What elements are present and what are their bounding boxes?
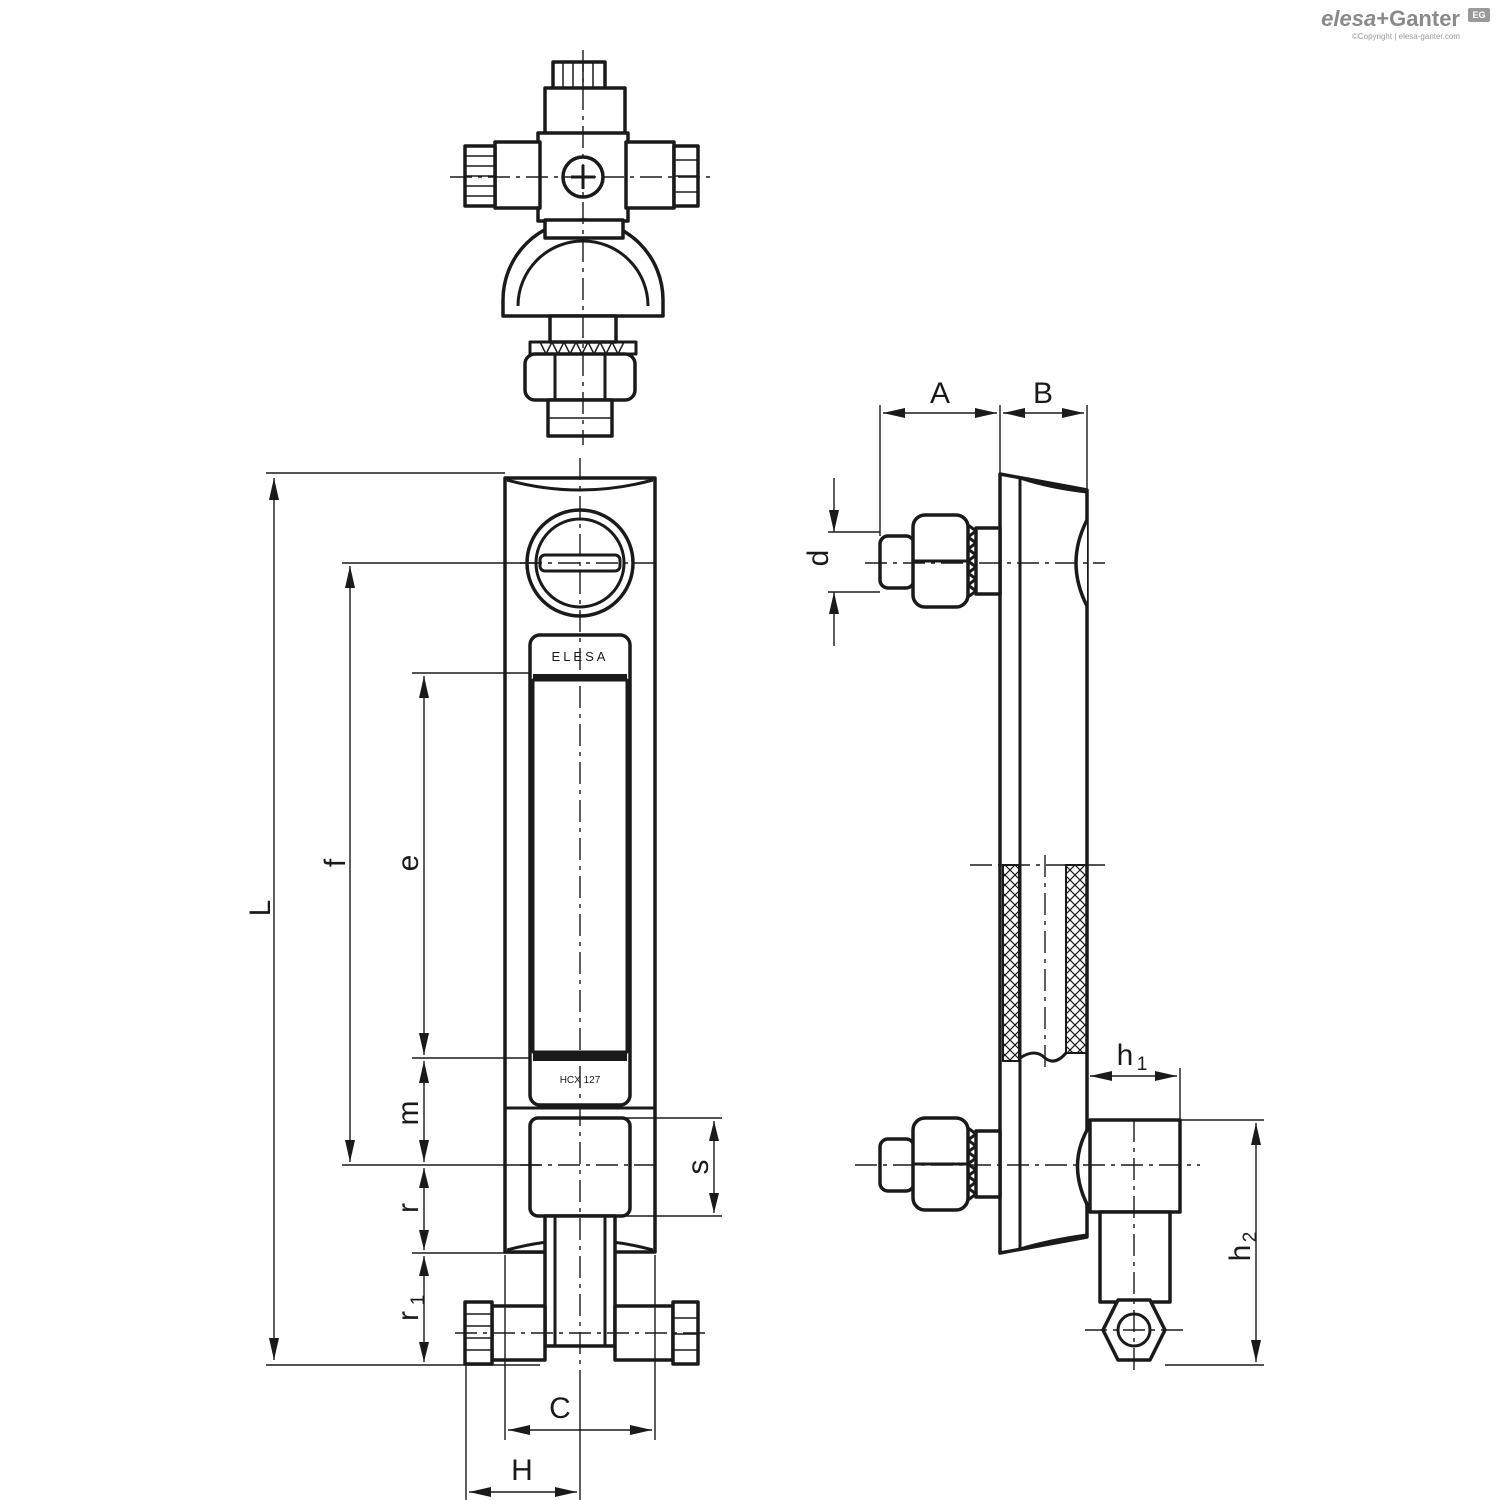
side-dimensions: A B d h 1 h 2 [802, 377, 1264, 1366]
dim-h1-label: h [1117, 1039, 1134, 1072]
side-bottom-spigot [1098, 1210, 1172, 1304]
dim-d-label: d [802, 550, 835, 567]
dim-L-label: L [244, 900, 277, 917]
side-bottom-bulge [1075, 1124, 1092, 1211]
top-screw-body [543, 86, 627, 138]
dim-B-label: B [1033, 377, 1053, 410]
dim-r1-label: r [392, 1311, 425, 1321]
side-view [855, 472, 1200, 1375]
dim-H-label: H [511, 1454, 533, 1487]
dim-h1-subscript: 1 [1137, 1054, 1148, 1075]
copyright-text: ©Copyright | elesa-ganter.com [1351, 32, 1460, 41]
side-upper-washer [974, 526, 1002, 596]
top-screw-head [551, 60, 607, 92]
front-dimensions: L f e m r r 1 s [244, 472, 722, 1500]
dim-h2-label: h [1224, 1245, 1257, 1262]
dim-s-label: s [682, 1160, 715, 1175]
left-tube [493, 140, 542, 210]
side-upper-bolt-tip [878, 534, 916, 590]
hex-nut [523, 352, 637, 402]
dim-r-label: r [392, 1203, 425, 1213]
dim-m-label: m [392, 1101, 425, 1126]
side-body-outline [998, 472, 1089, 1255]
brand-name: elesa+Ganter [1321, 6, 1460, 32]
top-fitting-assembly [450, 50, 715, 445]
side-lower-washer [974, 1129, 1002, 1199]
brand-ganter: +Ganter [1376, 6, 1460, 31]
dim-h2-subscript: 2 [1240, 1232, 1261, 1243]
dim-e-label: e [392, 855, 425, 872]
brand-elesa: elesa [1321, 6, 1377, 31]
dim-A-label: A [930, 377, 950, 410]
dim-r1-subscript: 1 [408, 1295, 429, 1306]
brand-logo: elesa+Ganter ©Copyright | elesa-ganter.c… [1321, 6, 1490, 41]
front-view: ELESA HCX 127 [455, 458, 710, 1380]
side-bottom-fitting [1088, 1118, 1182, 1214]
dim-C-label: C [549, 1392, 571, 1425]
window-label: ELESA [552, 649, 609, 664]
side-glass-hatch-right [1065, 864, 1088, 1054]
dim-f-label: f [319, 858, 352, 867]
right-tube [624, 140, 676, 210]
side-glass-hatch-left [1002, 864, 1020, 1062]
brand-mark-badge: EG [1468, 8, 1490, 22]
cap-neck [543, 218, 625, 240]
